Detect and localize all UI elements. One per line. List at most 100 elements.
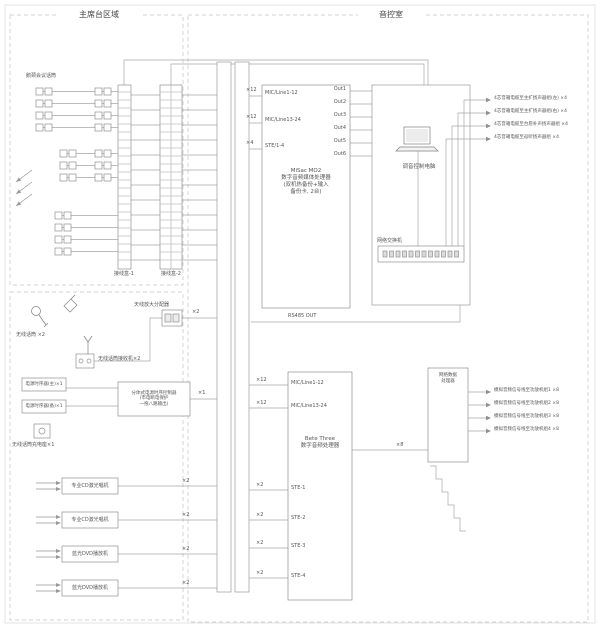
mic-cluster1-lines: [40, 91, 118, 128]
speaker-line-2: 4芯音箱电缆至主扩扬声器组(右) ×4: [494, 109, 567, 114]
strip1-strip2-bundle: [131, 94, 160, 261]
mic-cluster-3: [54, 211, 72, 256]
p2-ste3-count: ×2: [256, 540, 264, 546]
stage-lower-region-box: [9, 291, 184, 621]
region-title-control: 音控室: [358, 10, 424, 20]
rs485-line: [251, 305, 461, 323]
p2-in2-count: ×12: [256, 400, 267, 406]
bodypack-mic-icon: [63, 294, 78, 313]
amp-line-3: 模拟音频信号线至功放机组3 ×8: [494, 414, 559, 419]
wireless-receiver-box: [75, 353, 95, 369]
wireless-mic-label: 无线话筒 ×2: [16, 332, 45, 338]
receiver-routing: [94, 317, 217, 362]
p1-out4: Out4: [333, 125, 346, 131]
source-dvd1-count: ×2: [182, 546, 190, 552]
ceiling-route-1: [123, 59, 429, 85]
outer-frame: [4, 4, 596, 624]
speaker-line-1: 4芯音箱电缆至主扩扬声器组(左) ×4: [494, 96, 567, 101]
antenna-icon: [83, 335, 93, 354]
net-processor-box: [427, 367, 469, 463]
antenna-distributor-box: [161, 309, 183, 327]
rs485-label: RS485 OUT: [288, 313, 317, 319]
rack-box: [371, 84, 471, 306]
pc-label: 调音控制电脑: [402, 164, 436, 170]
ceiling-route-2: [170, 63, 425, 85]
p1-in3-count: ×4: [246, 140, 254, 146]
source-input-arrows: [36, 481, 61, 593]
switch-label: 网络交换机: [377, 238, 403, 244]
source-boxes: [61, 477, 119, 597]
laptop-icon: [395, 126, 439, 152]
speaker-line-4: 4芯音箱电缆至返听扬声器组 ×4: [494, 135, 559, 140]
source-dvd2-label: 蓝光DVD播放机: [71, 584, 109, 591]
processor1-input-lines: [249, 95, 262, 150]
mic-group-label: 鹅颈会议话筒: [26, 73, 57, 79]
p1-in1-count: ×12: [246, 87, 257, 93]
seq-backup-label: 电源时序器(备)×1: [25, 403, 63, 409]
strip2-trunk-bundle: [182, 94, 217, 261]
p1-out2: Out2: [333, 99, 346, 105]
p2-out-count: ×8: [396, 442, 404, 448]
processor1-box: [261, 84, 351, 309]
amp-line-2: 模拟音频信号线至功放机组2 ×8: [494, 401, 559, 406]
mic-cluster-1: [35, 87, 112, 132]
net-processor-name: 网络数据 处理器: [439, 373, 457, 384]
p1-out5: Out5: [333, 138, 346, 144]
mic-cluster3-lines: [59, 215, 118, 252]
p1-in2-count: ×12: [246, 114, 257, 120]
source-dvd2-count: ×2: [182, 580, 190, 586]
sequencer-lines: [66, 387, 217, 407]
p2-ste2-label: STE-2: [291, 515, 306, 521]
p2-ste2-count: ×2: [256, 512, 264, 518]
junction-strip-2: [159, 84, 183, 270]
source-cd2-label: 专业CD激光唱机: [71, 516, 109, 523]
p1-in2-label: MIC/Line13-24: [265, 117, 301, 123]
p2-in1-label: MIC/Line1-12: [291, 380, 324, 386]
p2-in1-count: ×12: [256, 377, 267, 383]
amp-line-4: 模拟音频信号线至功放机组4 ×8: [494, 427, 559, 432]
seq-controller-label: 分体式电源时序控制器 (市电断电保护 一拖八路输出): [131, 390, 177, 407]
source-trunk-lines: [118, 485, 217, 589]
processor2-box: [287, 371, 353, 601]
p2-ste4-label: STE-4: [291, 573, 306, 579]
switch-ports: [382, 250, 459, 258]
p1-out1: Out1: [333, 86, 346, 92]
p1-out3: Out3: [333, 112, 346, 118]
antenna-distributor-label: 天线放大分配器: [134, 302, 170, 308]
seq-main-box: [21, 377, 67, 392]
p2-ste3-label: STE-3: [291, 543, 306, 549]
handheld-mic-icon: [31, 306, 49, 328]
charger-label: 无线话筒充电座×1: [12, 442, 55, 448]
cable-trunk: [216, 61, 250, 593]
p1-in1-label: MIC/Line1-12: [265, 90, 298, 96]
source-cd1-count: ×2: [182, 478, 190, 484]
amp-line-1: 模拟音频信号线至功放机组1 ×8: [494, 388, 559, 393]
charger-icon: [33, 423, 51, 439]
processor2-name: Bete Three 数字音频处理器: [300, 436, 340, 449]
p2-in2-label: MIC/Line13-24: [291, 403, 327, 409]
antenna-distributor-count: ×2: [192, 309, 200, 315]
incoming-cable-arrows: [15, 169, 33, 207]
wireless-receiver-label: 无线话筒接收机×2: [98, 356, 141, 362]
p2-ste1-label: STE-1: [291, 485, 306, 491]
junction-strip-1: [117, 84, 132, 270]
p2-ste1-count: ×2: [256, 482, 264, 488]
processor1-output-lines: [350, 90, 372, 157]
source-cd2-count: ×2: [182, 512, 190, 518]
network-switch: [377, 245, 465, 263]
amp-feed-lines: [468, 389, 491, 434]
speaker-feed-lines: [445, 97, 491, 246]
seq-controller-box: [117, 381, 191, 417]
processor1-name: MiSac MO2 数字音频媒体处理器 (双机热备份+输入 备份卡, 2台): [281, 168, 331, 195]
source-dvd1-label: 蓝光DVD播放机: [71, 550, 109, 557]
cable-staircase: [430, 465, 466, 532]
source-cd1-label: 专业CD激光唱机: [71, 482, 109, 489]
p2-ste4-count: ×2: [256, 570, 264, 576]
region-title-stage: 主席台区域: [58, 10, 140, 20]
p1-out6: Out6: [333, 151, 346, 157]
p1-in3-label: STE/1-4: [265, 143, 285, 149]
jbox2-label: 接线盒-2: [161, 271, 181, 277]
jbox1-label: 接线盒-1: [114, 271, 134, 277]
